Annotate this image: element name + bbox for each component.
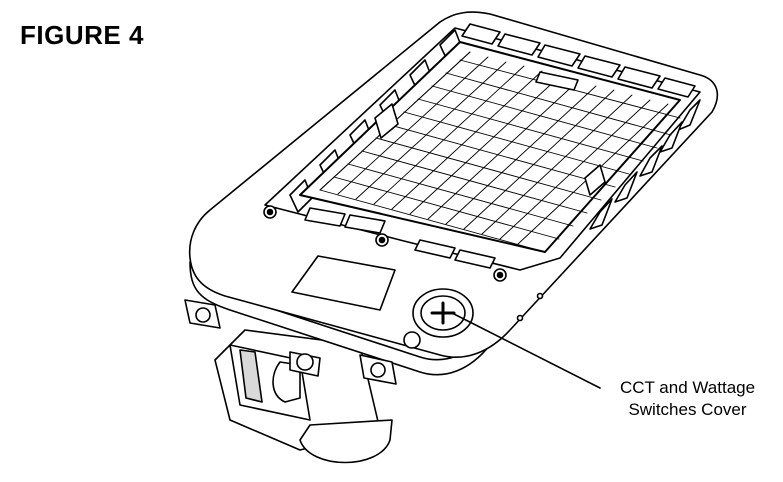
callout-leader	[451, 312, 601, 389]
callout-line-1: CCT and Wattage	[619, 378, 756, 397]
mounting-bracket	[214, 329, 393, 464]
side-bolts	[184, 299, 397, 385]
figure-title: FIGURE 4	[20, 20, 144, 50]
led-lens-board	[299, 41, 681, 253]
callout-line-2: Switches Cover	[628, 400, 747, 419]
led-array	[319, 51, 681, 253]
label-plate	[291, 255, 396, 311]
switches-cover	[403, 288, 474, 349]
callout-label: CCT and Wattage Switches Cover	[600, 377, 775, 421]
